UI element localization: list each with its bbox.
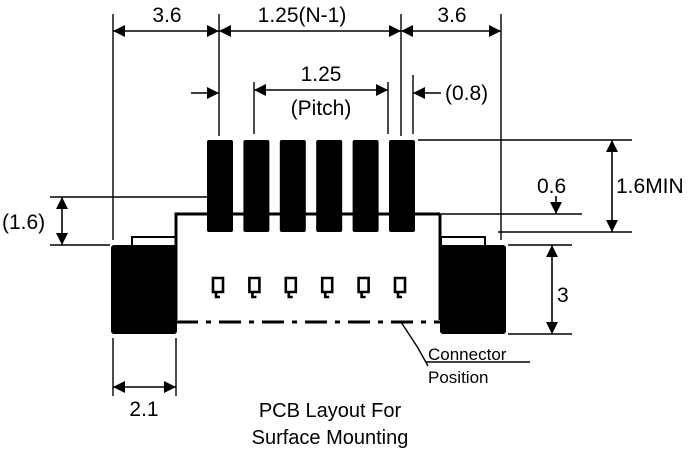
mount-height-label: 3 bbox=[557, 284, 569, 307]
mounting-pads bbox=[111, 236, 506, 334]
contact-marker bbox=[284, 276, 298, 299]
dimension-arrows bbox=[56, 25, 618, 393]
pad-length-label: 1.6MIN bbox=[616, 175, 684, 198]
signal-pads bbox=[207, 140, 415, 232]
signal-pad bbox=[207, 140, 233, 232]
mounting-pad-left bbox=[111, 245, 177, 334]
signal-pad bbox=[279, 140, 306, 232]
mounting-pad-left-tab bbox=[131, 236, 177, 247]
caption-line-1: PCB Layout For bbox=[259, 400, 402, 422]
contact-marker bbox=[393, 276, 407, 299]
pad-offset-label: (1.6) bbox=[2, 211, 45, 234]
position-label: Position bbox=[428, 368, 488, 387]
caption-line-2: Surface Mounting bbox=[252, 427, 409, 449]
connector-label: Connector bbox=[428, 345, 507, 364]
mounting-pad-right bbox=[440, 245, 506, 334]
mount-width-label: 2.1 bbox=[129, 398, 158, 421]
contact-marker bbox=[320, 276, 334, 299]
pitch-label: (Pitch) bbox=[291, 97, 352, 120]
signal-pad bbox=[352, 140, 379, 232]
mounting-pad-right-tab bbox=[440, 236, 486, 247]
pad-width-label: (0.8) bbox=[445, 82, 488, 105]
gap-label: 0.6 bbox=[537, 175, 566, 198]
contact-markers bbox=[211, 276, 407, 299]
signal-pad bbox=[389, 140, 415, 232]
signal-pad bbox=[316, 140, 343, 232]
contact-marker bbox=[357, 276, 370, 299]
signal-pad bbox=[243, 140, 270, 232]
contact-marker bbox=[248, 276, 261, 299]
span-label: 1.25(N-1) bbox=[258, 4, 347, 27]
contact-marker bbox=[211, 276, 225, 299]
connector-position-leader bbox=[400, 321, 429, 367]
side-width-right-label: 3.6 bbox=[437, 4, 466, 27]
pitch-value-label: 1.25 bbox=[301, 63, 342, 86]
side-width-left-label: 3.6 bbox=[152, 4, 181, 27]
